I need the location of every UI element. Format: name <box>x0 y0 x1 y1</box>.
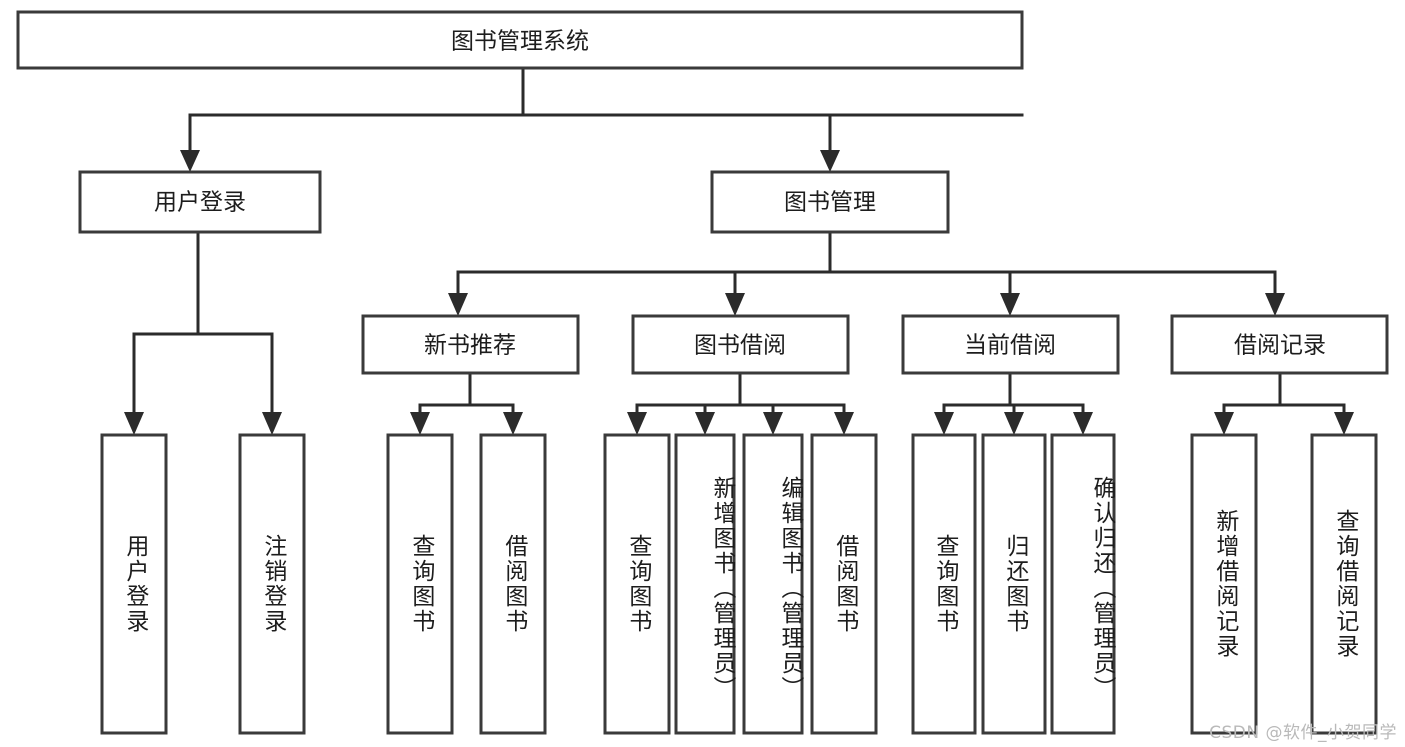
arrow-head-leaf-return-book <box>1004 412 1024 435</box>
connector-group-book-borrow <box>627 371 854 435</box>
node-root-label: 图书管理系统 <box>451 29 589 55</box>
arrow-head-borrow-records <box>1265 293 1285 316</box>
node-leaf-query-book-2-box[interactable] <box>603 433 671 735</box>
node-leaf-query-book-3-box[interactable] <box>911 433 977 735</box>
arrow-head-leaf-user-login <box>124 412 144 435</box>
arrow-head-book-borrow <box>725 293 745 316</box>
node-leaf-borrow-book-2-box[interactable] <box>810 433 878 735</box>
node-book-management[interactable]: 图书管理 <box>710 170 950 234</box>
node-leaf-query-record-box[interactable] <box>1310 433 1378 735</box>
arrow-head-current-borrow <box>1000 293 1020 316</box>
arrow-head-leaf-add-book <box>695 412 715 435</box>
arrow-head-book-management <box>820 150 840 172</box>
node-book-borrow[interactable]: 图书借阅 <box>631 314 850 375</box>
arrow-head-leaf-query-book-2 <box>627 412 647 435</box>
connector-group-new-book-recommend <box>410 371 523 435</box>
node-leaf-add-record-box[interactable] <box>1190 433 1258 735</box>
leaf-boxes <box>100 433 1378 735</box>
node-user-login-box[interactable] <box>78 170 322 234</box>
node-book-borrow-box[interactable] <box>631 314 850 375</box>
node-root[interactable]: 图书管理系统 <box>16 10 1024 70</box>
node-leaf-confirm-return-box[interactable] <box>1050 433 1116 735</box>
watermark-text: CSDN @软件_小贺同学 <box>1209 723 1397 743</box>
node-book-management-label: 图书管理 <box>784 190 876 216</box>
connector-group-user-login <box>124 230 282 435</box>
node-leaf-return-book-box[interactable] <box>981 433 1047 735</box>
node-current-borrow-box[interactable] <box>901 314 1120 375</box>
node-leaf-query-book-1-box[interactable] <box>386 433 454 735</box>
arrow-head-leaf-query-record <box>1334 412 1354 435</box>
node-current-borrow[interactable]: 当前借阅 <box>901 314 1120 375</box>
arrow-head-leaf-add-record <box>1214 412 1234 435</box>
node-book-borrow-label: 图书借阅 <box>694 333 786 359</box>
node-borrow-records-box[interactable] <box>1170 314 1389 375</box>
node-borrow-records[interactable]: 借阅记录 <box>1170 314 1389 375</box>
node-leaf-add-book-box[interactable] <box>674 433 736 735</box>
arrow-head-new-book-recommend <box>448 293 468 316</box>
connector-group-root <box>180 66 1024 172</box>
arrow-head-leaf-borrow-book-1 <box>503 412 523 435</box>
node-current-borrow-label: 当前借阅 <box>964 333 1056 359</box>
arrow-head-leaf-query-book-3 <box>934 412 954 435</box>
node-new-book-recommend-box[interactable] <box>361 314 580 375</box>
node-borrow-records-label: 借阅记录 <box>1234 333 1326 359</box>
connector-group-current-borrow <box>934 371 1093 435</box>
node-leaf-edit-book-box[interactable] <box>742 433 804 735</box>
node-new-book-recommend[interactable]: 新书推荐 <box>361 314 580 375</box>
arrow-head-user-login <box>180 150 200 172</box>
node-book-management-box[interactable] <box>710 170 950 234</box>
node-root-box[interactable] <box>16 10 1024 70</box>
arrow-head-leaf-confirm-return <box>1073 412 1093 435</box>
node-leaf-borrow-book-1-box[interactable] <box>479 433 547 735</box>
arrow-head-leaf-edit-book <box>763 412 783 435</box>
arrow-head-leaf-borrow-book-2 <box>834 412 854 435</box>
node-user-login-label: 用户登录 <box>154 190 246 216</box>
node-user-login[interactable]: 用户登录 <box>78 170 322 234</box>
connector-group-borrow-records <box>1214 371 1354 435</box>
arrow-head-leaf-query-book-1 <box>410 412 430 435</box>
connector-group-book-management <box>448 230 1285 316</box>
node-leaf-logout-login-box[interactable] <box>238 433 306 735</box>
node-new-book-recommend-label: 新书推荐 <box>424 333 516 359</box>
arrow-head-leaf-logout-login <box>262 412 282 435</box>
node-leaf-user-login-box[interactable] <box>100 433 168 735</box>
